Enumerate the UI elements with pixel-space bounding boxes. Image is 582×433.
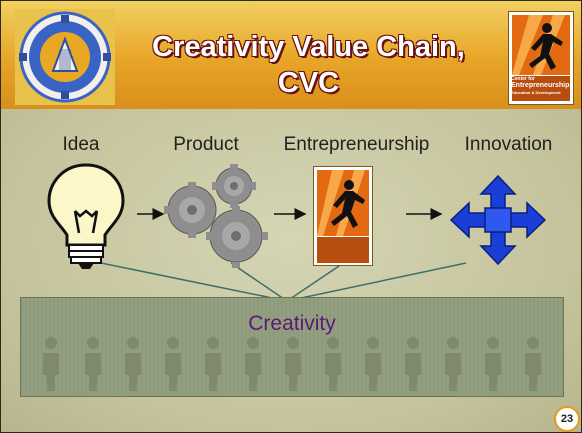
logo-caption-line1: Center for [511,76,535,82]
logo-caption-line2: Entrepreneurship [511,82,570,89]
page-number-badge: 23 [554,406,580,432]
logo-caption-line3: Education & Development [511,90,561,95]
running-man-logo-icon [508,11,574,105]
person-silhouette [443,335,463,391]
stage-innovation-label: Innovation [464,134,553,155]
logo-caption: Center for Entrepreneurship Education & … [511,76,569,96]
lightbulb-icon [45,161,127,271]
creativity-links [100,262,467,302]
slide-title-line1: Creativity Value Chain, [152,31,465,63]
stage-product-label: Product [173,134,239,155]
person-silhouette [41,335,61,391]
stage-entrepreneurship-label: Entrepreneurship [283,134,430,155]
person-silhouette [83,335,103,391]
creativity-label: Creativity [248,312,336,335]
arrows-icon [449,174,547,266]
person-silhouette [483,335,503,391]
person-silhouette [283,335,303,391]
entrepreneurship-logo-icon [313,166,373,266]
person-silhouette [323,335,343,391]
person-silhouette [123,335,143,391]
person-silhouette [403,335,423,391]
person-silhouette [243,335,263,391]
seal-logo-icon [15,9,115,105]
stage-idea-label: Idea [62,134,100,155]
person-silhouette [203,335,223,391]
gears-icon [164,164,274,269]
person-silhouette [163,335,183,391]
slide-title-line2: CVC [277,67,340,99]
person-silhouette [363,335,383,391]
person-silhouette [523,335,543,391]
